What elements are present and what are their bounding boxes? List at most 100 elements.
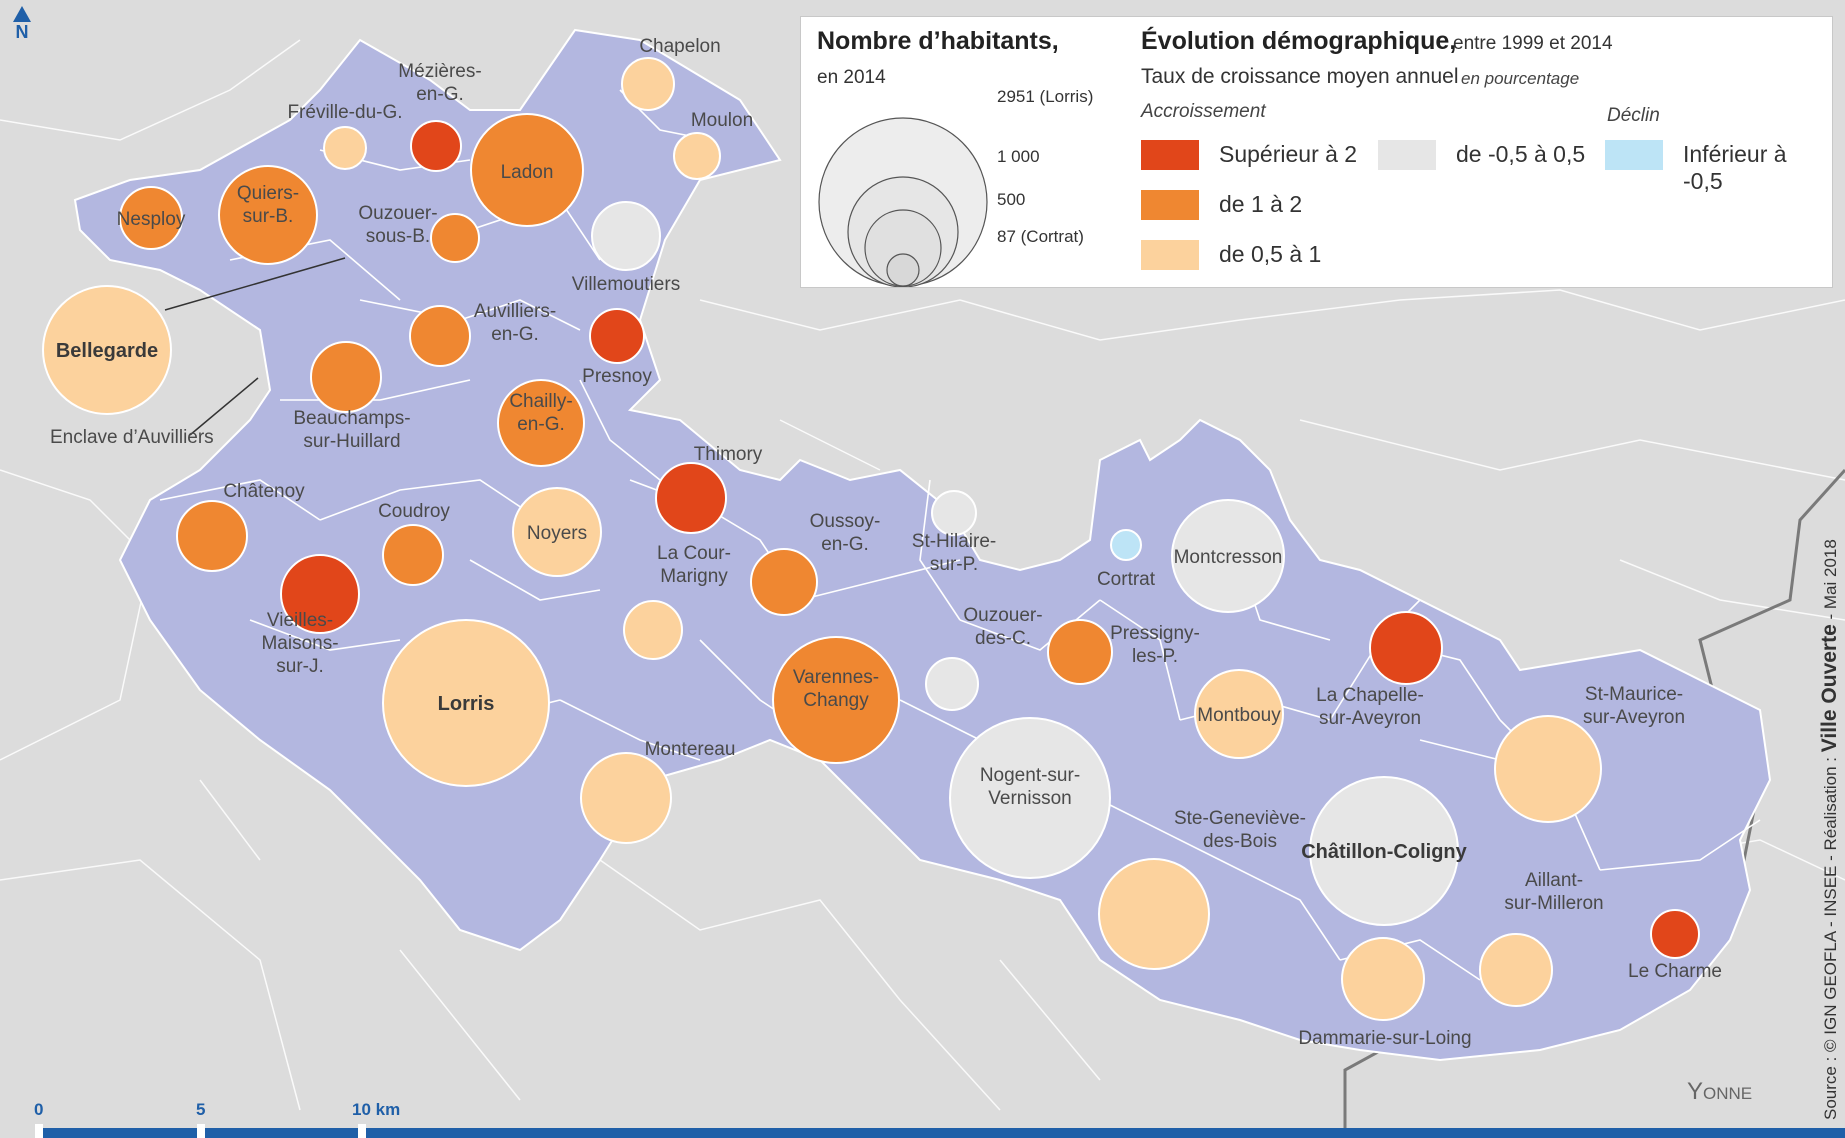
department-label: Yonne xyxy=(1687,1078,1753,1105)
commune-circle xyxy=(1369,611,1443,685)
legend-class-label: de 0,5 à 1 xyxy=(1219,241,1322,267)
legend-group-decline: Déclin xyxy=(1607,105,1660,126)
commune-circle xyxy=(310,341,382,413)
commune-label: Bellegarde xyxy=(56,340,158,362)
legend-swatch xyxy=(1605,140,1663,170)
commune-label: St-Hilaire-sur-P. xyxy=(912,531,996,575)
commune-circle xyxy=(470,113,584,227)
legend-class-label: de 1 à 2 xyxy=(1219,191,1303,217)
commune-borders xyxy=(159,89,1761,981)
legend-swatch xyxy=(1378,140,1436,170)
scale-label: 0 xyxy=(34,1100,44,1119)
commune-label: Châtillon-Coligny xyxy=(1301,841,1467,863)
commune-label: Le Charme xyxy=(1628,961,1722,982)
commune-label: Villemoutiers xyxy=(572,274,680,295)
commune-label: Chailly-en-G. xyxy=(509,391,572,435)
commune-circle xyxy=(591,201,661,271)
commune-circle xyxy=(1494,715,1602,823)
commune-circle xyxy=(280,554,360,634)
commune-circle xyxy=(42,285,172,415)
commune-label: Ouzouer-des-C. xyxy=(963,605,1042,649)
enclave-leader xyxy=(164,257,346,311)
commune-label: Oussoy-en-G. xyxy=(810,511,881,555)
commune-label: Presnoy xyxy=(582,366,652,387)
commune-label: Cortrat xyxy=(1097,569,1156,590)
commune-circle xyxy=(382,619,550,787)
commune-label: Auvilliers-en-G. xyxy=(474,301,556,345)
commune-circle xyxy=(512,487,602,577)
commune-label: Montcresson xyxy=(1174,547,1283,568)
legend-size-circles xyxy=(818,117,988,287)
commune-circle xyxy=(382,524,444,586)
commune-label: Ste-Geneviève-des-Bois xyxy=(1174,808,1306,852)
commune-circle xyxy=(925,657,979,711)
legend-swatch xyxy=(1141,240,1199,270)
commune-circle xyxy=(772,636,900,764)
source-credit: Source : © IGN GEOFLA - INSEE - Réalisat… xyxy=(1818,539,1841,1120)
commune-label: Varennes-Changy xyxy=(793,667,879,711)
commune-circle xyxy=(1110,529,1142,561)
legend-size-value: 87 (Cortrat) xyxy=(997,227,1084,246)
legend-size-value: 500 xyxy=(997,190,1026,209)
legend-evo-subtitle: Taux de croissance moyen annuel xyxy=(1141,65,1459,88)
commune-label: Beauchamps-sur-Huillard xyxy=(293,408,410,452)
commune-label: Pressigny-les-P. xyxy=(1110,623,1200,667)
enclave-label: Enclave d’Auvilliers xyxy=(50,427,214,448)
commune-label: Montereau xyxy=(645,739,736,760)
commune-label: Mézières-en-G. xyxy=(398,61,481,105)
scale-label: 5 xyxy=(196,1100,206,1119)
commune-label: Ladon xyxy=(501,162,554,183)
legend-evo-unit: en pourcentage xyxy=(1461,69,1580,88)
commune-circle xyxy=(1098,858,1210,970)
commune-label: Aillant-sur-Milleron xyxy=(1504,870,1603,914)
commune-circle xyxy=(1341,937,1425,1021)
legend-size-value: 2951 (Lorris) xyxy=(997,87,1094,106)
commune-label: La Cour-Marigny xyxy=(657,543,731,587)
commune-circle xyxy=(655,462,727,534)
commune-circle xyxy=(949,717,1111,879)
commune-circle xyxy=(1650,909,1700,959)
commune-circle xyxy=(218,165,318,265)
legend-size-subtitle: en 2014 xyxy=(817,67,886,88)
commune-label: Fréville-du-G. xyxy=(287,102,402,123)
commune-circle xyxy=(1171,499,1285,613)
scale-bar xyxy=(35,1124,1845,1138)
commune-circle xyxy=(673,132,721,180)
commune-circle xyxy=(410,120,462,172)
commune-label: Nesploy xyxy=(117,209,186,230)
commune-label: St-Maurice-sur-Aveyron xyxy=(1583,684,1685,728)
legend-swatch xyxy=(1141,190,1199,220)
commune-label: Montbouy xyxy=(1197,705,1281,726)
commune-label: Thimory xyxy=(694,444,763,465)
commune-circle xyxy=(1194,669,1284,759)
legend-class-label: Supérieur à 2 xyxy=(1219,141,1358,167)
legend-size-value: 1 000 xyxy=(997,147,1040,166)
commune-label: Châtenoy xyxy=(223,481,305,502)
legend-evo-period: entre 1999 et 2014 xyxy=(1453,33,1613,54)
commune-label: Vieilles-Maisons-sur-J. xyxy=(261,610,338,677)
legend-class-label: Inférieur à -0,5 xyxy=(1683,141,1787,194)
commune-label: Lorris xyxy=(438,693,495,715)
commune-circle xyxy=(1309,776,1459,926)
scale-label: 10 km xyxy=(352,1100,401,1119)
commune-label: Moulon xyxy=(691,110,753,131)
commune-label: Chapelon xyxy=(639,36,720,57)
commune-label: Coudroy xyxy=(378,501,450,522)
north-arrow-icon: N xyxy=(10,6,34,43)
commune-circle xyxy=(621,57,675,111)
commune-label: Quiers-sur-B. xyxy=(237,183,299,227)
legend-group-increase: Accroissement xyxy=(1141,101,1266,122)
commune-label: Ouzouer-sous-B. xyxy=(358,203,437,247)
commune-circle xyxy=(750,548,818,616)
commune-circle xyxy=(409,305,471,367)
legend-class-label: de -0,5 à 0,5 xyxy=(1456,141,1586,167)
commune-circle xyxy=(323,126,367,170)
legend: Nombre d’habitants, en 2014 2951 (Lorris… xyxy=(800,16,1833,288)
legend-size-title: Nombre d’habitants, xyxy=(817,27,1059,55)
commune-circle xyxy=(623,600,683,660)
legend-evo-title: Évolution démographique, xyxy=(1141,27,1457,55)
enclave-leader xyxy=(189,377,259,436)
commune-circle xyxy=(931,490,977,536)
commune-circle xyxy=(1047,619,1113,685)
